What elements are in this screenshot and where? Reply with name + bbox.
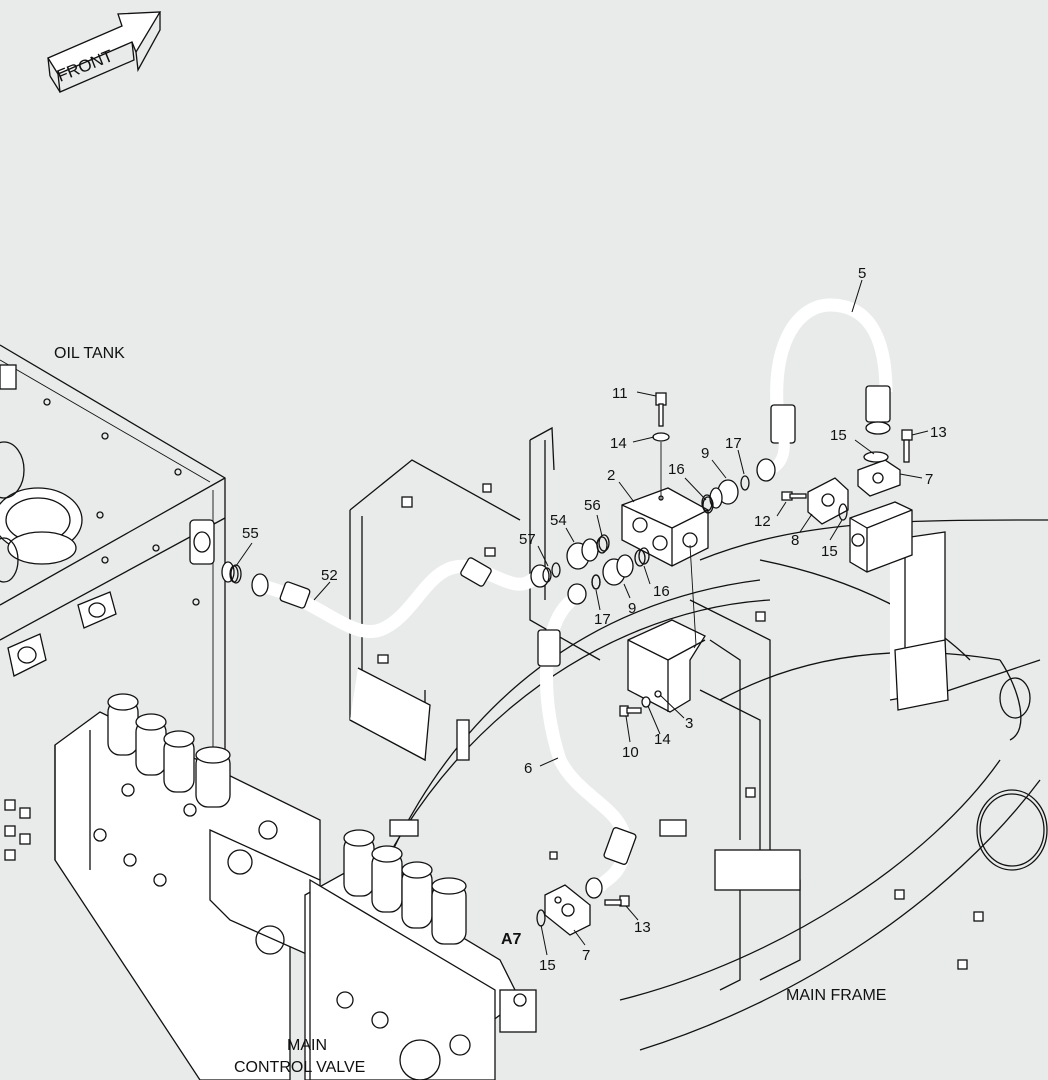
callout-17-lower: 17 (594, 611, 611, 628)
callout-5: 5 (858, 265, 866, 282)
callout-54: 54 (550, 512, 567, 529)
callout-6: 6 (524, 760, 532, 777)
callout-15-upper: 15 (830, 427, 847, 444)
callout-13-lower: 13 (634, 919, 651, 936)
hose-6 (537, 583, 637, 899)
callout-10: 10 (622, 744, 639, 761)
callout-16-top: 16 (668, 461, 685, 478)
callout-14-top: 14 (610, 435, 627, 452)
callout-52: 52 (321, 567, 338, 584)
bracket-3 (627, 619, 706, 713)
oil-tank (0, 344, 226, 870)
callout-7-upper: 7 (925, 471, 933, 488)
callout-11: 11 (612, 385, 628, 402)
callout-16-lower: 16 (653, 583, 670, 600)
callout-9-lower: 9 (628, 600, 636, 617)
callout-7-lower: 7 (582, 947, 590, 964)
callout-12: 12 (754, 513, 771, 530)
callout-14-lower: 14 (654, 731, 671, 748)
manifold-block-2 (621, 487, 709, 567)
port-a7-label: A7 (501, 931, 522, 948)
hose-5 (756, 298, 893, 482)
callout-56: 56 (584, 497, 601, 514)
callout-9-top: 9 (701, 445, 709, 462)
callout-numbers: 5 11 14 2 16 9 17 15 13 7 12 8 15 56 54 … (242, 265, 947, 974)
callout-15-lower: 15 (539, 957, 556, 974)
main-frame (329, 426, 1048, 1051)
callout-55: 55 (242, 525, 259, 542)
callout-15-right: 15 (821, 543, 838, 560)
solenoid-group-upper (107, 693, 231, 808)
leader-lines (235, 279, 929, 956)
callout-17-top: 17 (725, 435, 742, 452)
hose-52 (221, 557, 550, 638)
oil-tank-label: OIL TANK (54, 345, 125, 362)
callout-8: 8 (791, 532, 799, 549)
callout-57: 57 (519, 531, 536, 548)
callout-13-upper: 13 (930, 424, 947, 441)
main-control-valve-label-line2: CONTROL VALVE (234, 1059, 365, 1076)
fittings (229, 392, 913, 936)
main-control-valve (4, 693, 537, 1080)
solenoid-group-lower (343, 829, 467, 945)
callout-3: 3 (685, 715, 693, 732)
area-labels: OIL TANK MAIN FRAME MAIN CONTROL VALVE A… (54, 345, 886, 1076)
main-frame-label: MAIN FRAME (786, 987, 886, 1004)
front-arrow: FRONT (47, 11, 162, 93)
main-control-valve-label-line1: MAIN (287, 1037, 327, 1054)
callout-2: 2 (607, 467, 615, 484)
